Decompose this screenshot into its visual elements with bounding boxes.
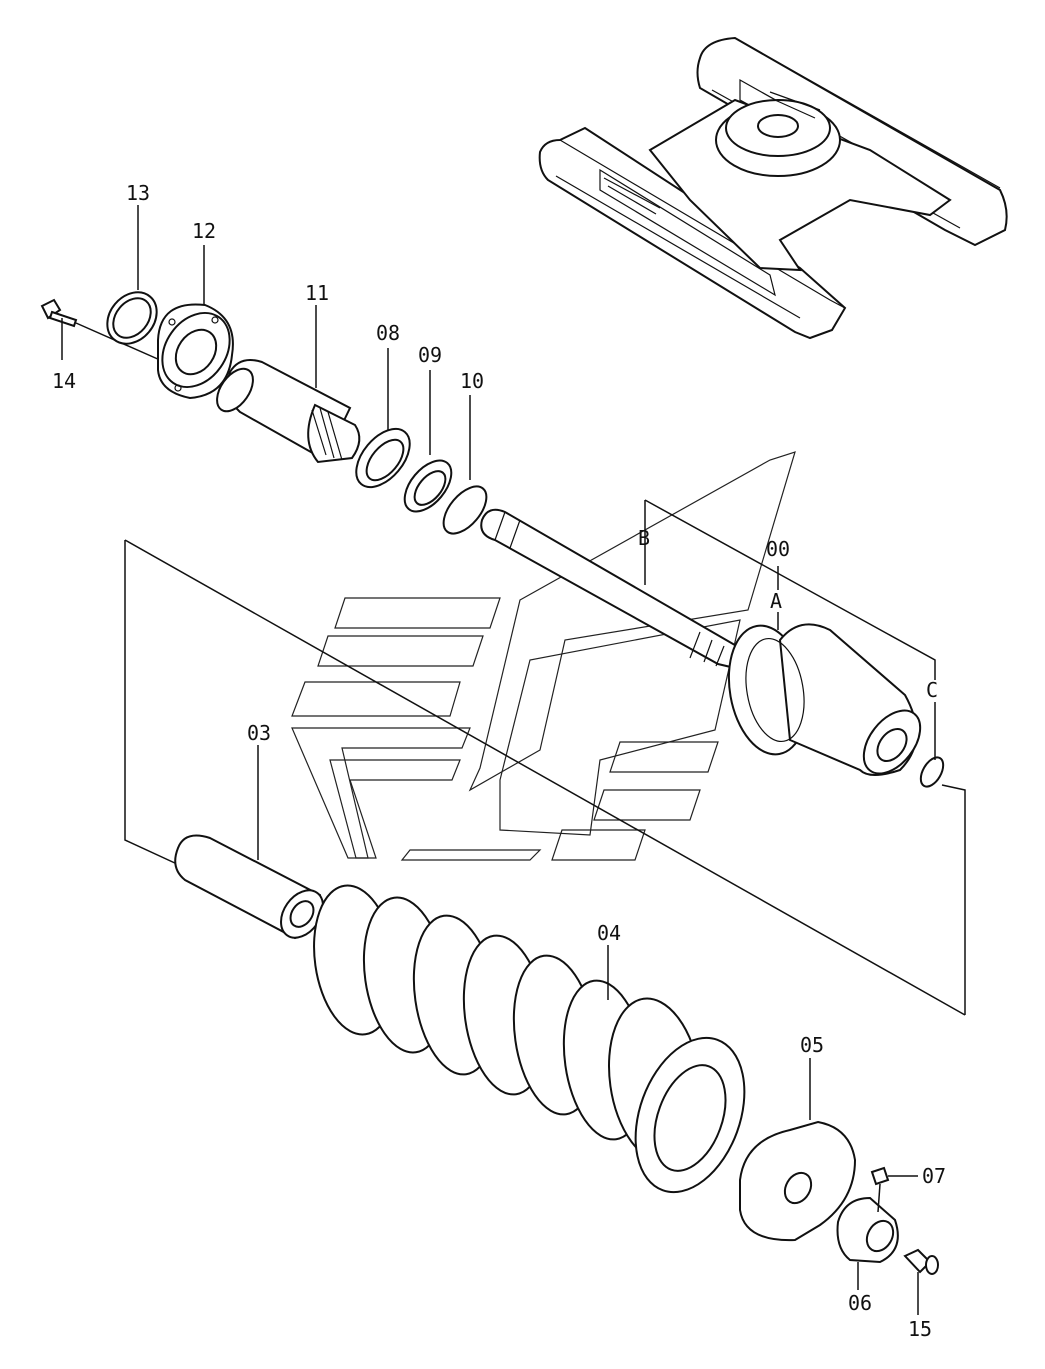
o-ring-part-13	[106, 205, 158, 345]
label-part-04: 04	[597, 921, 621, 945]
ring-part-08	[355, 348, 411, 489]
label-part-15: 15	[908, 1317, 932, 1341]
plate-part-05	[739, 1058, 857, 1242]
label-part-03: 03	[247, 721, 271, 745]
label-part-07: 07	[922, 1164, 946, 1188]
flange-part-12	[157, 245, 234, 400]
watermark-logo	[291, 451, 796, 861]
label-part-08: 08	[376, 321, 400, 345]
label-part-14: 14	[52, 369, 76, 393]
label-ref-a: A	[770, 589, 782, 613]
track-frame-illustration	[538, 36, 1008, 340]
label-part-11: 11	[305, 281, 329, 305]
tube-part-03	[174, 745, 324, 940]
label-part-09: 09	[418, 343, 442, 367]
label-part-06: 06	[848, 1291, 872, 1315]
snap-ring-part-10	[442, 395, 488, 535]
label-ref-c: C	[926, 678, 938, 702]
label-part-00: 00	[766, 537, 790, 561]
fitting-part-07	[870, 1166, 918, 1213]
idler-part-00	[727, 623, 922, 776]
spring-part-04	[313, 884, 746, 1194]
label-ref-b: B	[638, 526, 650, 550]
nut-part-06	[836, 1196, 899, 1290]
o-ring-part-c	[919, 756, 945, 788]
fitting-part-15	[903, 1248, 939, 1315]
label-part-05: 05	[800, 1033, 824, 1057]
label-part-12: 12	[192, 219, 216, 243]
reference-lines	[124, 499, 966, 1016]
ring-part-09	[403, 370, 453, 513]
label-part-13: 13	[126, 181, 150, 205]
label-part-10: 10	[460, 369, 484, 393]
cylinder-part-11	[216, 305, 361, 464]
